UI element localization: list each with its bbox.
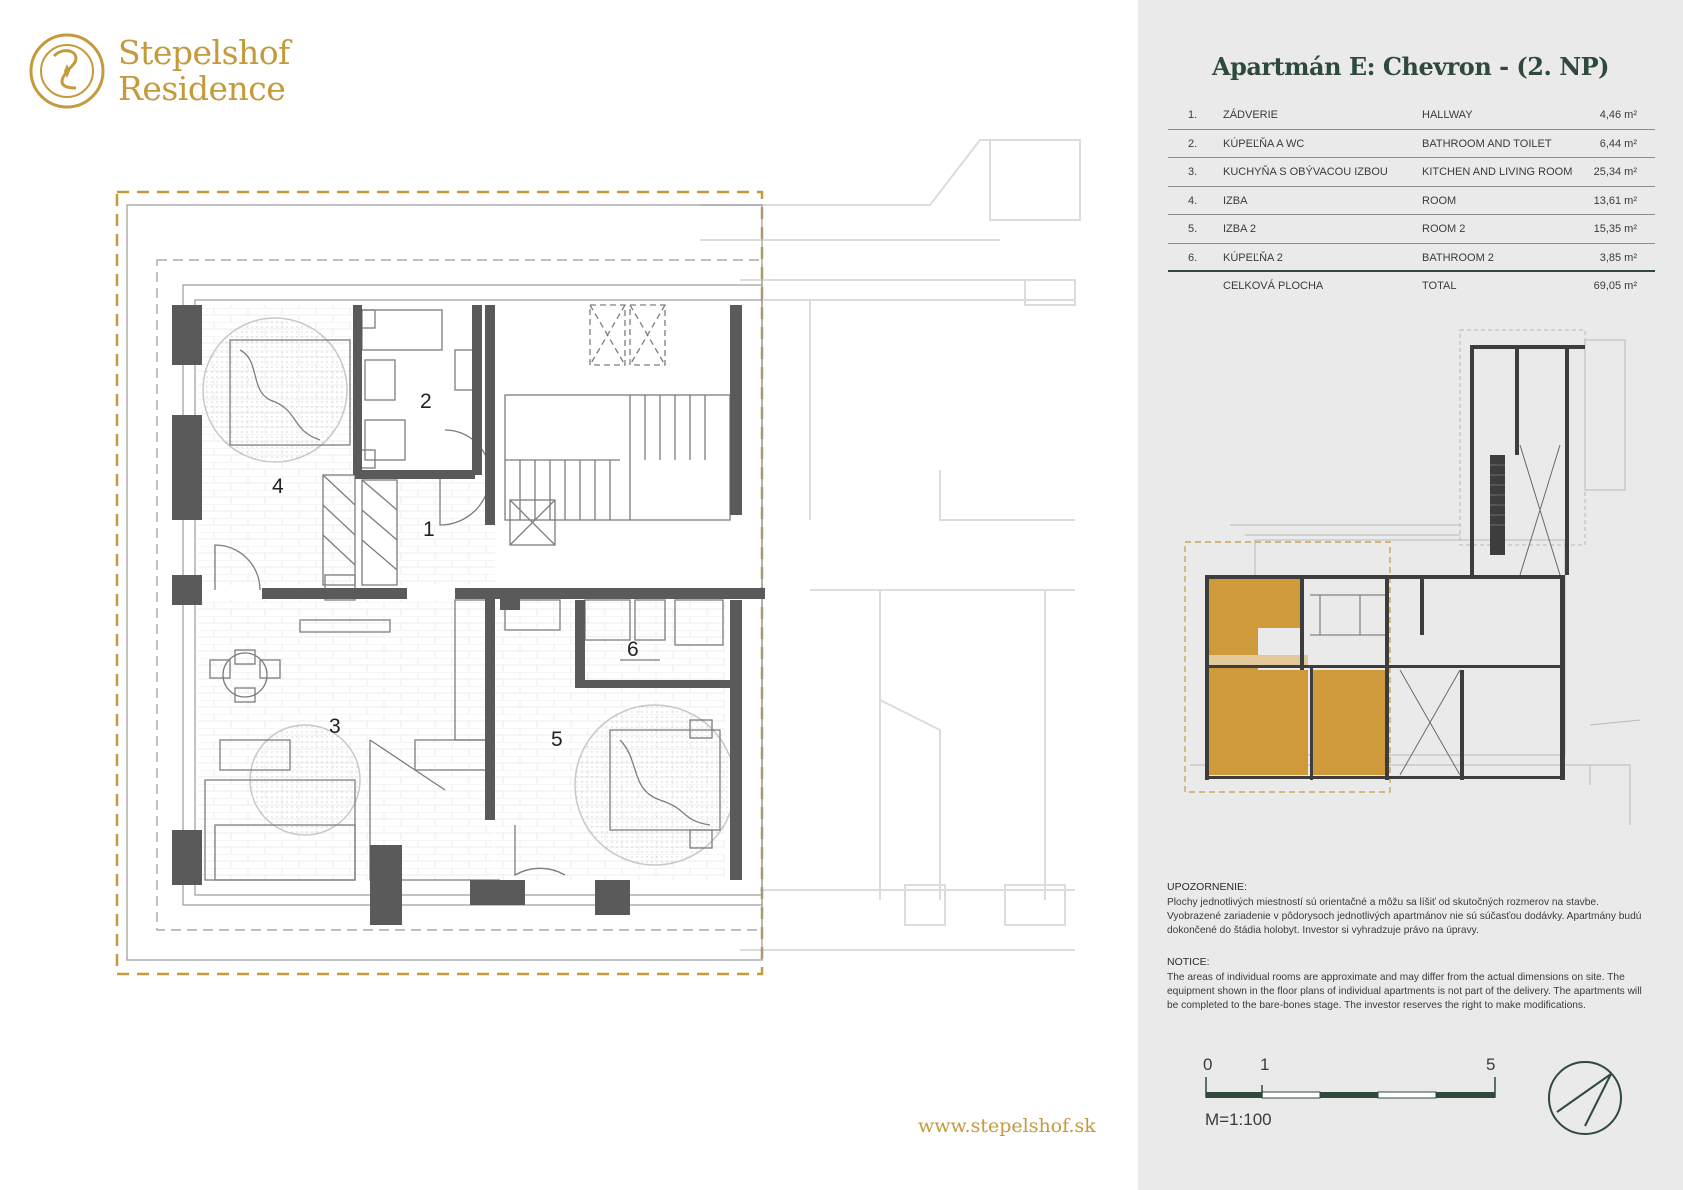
room-name-en: ROOM (1422, 194, 1457, 207)
room-row: 6. KÚPEĽŇA 2 BATHROOM 2 3,85 m² (1168, 244, 1655, 272)
total-row: CELKOVÁ PLOCHA TOTAL 69,05 m² (1168, 272, 1655, 301)
room-name-sk: IZBA 2 (1223, 223, 1257, 235)
floor-plan-drawing (115, 139, 1081, 976)
room-area: 15,35 m² (1593, 223, 1637, 235)
room-number: 5. (1188, 223, 1198, 235)
total-label-en: TOTAL (1422, 280, 1457, 292)
neighbour-building-outline (700, 139, 1081, 951)
brand-name-line1: Stepelshof (118, 33, 290, 72)
total-label-sk: CELKOVÁ PLOCHA (1223, 280, 1324, 292)
scale-tick-1: 1 (1260, 1055, 1270, 1074)
floor-plan-area: Stepelshof Residence (26, 26, 1096, 1137)
notice-en-text: The areas of individual rooms are approx… (1167, 972, 1642, 1011)
scale-tick-0: 0 (1203, 1055, 1213, 1074)
room-name-sk: KÚPEĽŇA A WC (1223, 137, 1305, 150)
scale-ratio: M=1:100 (1205, 1110, 1272, 1129)
notice-sk-text: Plochy jednotlivých miestností sú orient… (1167, 897, 1642, 936)
room-label-1: 1 (423, 518, 435, 541)
building-key-plan (1184, 329, 1641, 825)
notice-en-heading: NOTICE: (1167, 956, 1210, 968)
stepelshof-logo-icon (29, 33, 105, 109)
room-name-en: KITCHEN AND LIVING ROOM (1422, 166, 1573, 178)
room-name-en: BATHROOM AND TOILET (1422, 137, 1552, 150)
room-row: 5. IZBA 2 ROOM 2 15,35 m² (1168, 215, 1655, 244)
room-name-sk: ZÁDVERIE (1223, 109, 1279, 121)
website-link[interactable]: www.stepelshof.sk (918, 1115, 1096, 1137)
total-area: 69,05 m² (1593, 280, 1637, 292)
room-row: 4. IZBA ROOM 13,61 m² (1168, 187, 1655, 215)
apartment-title: Apartmán E: Chevron - (2. NP) (1211, 52, 1610, 81)
room-name-en: ROOM 2 (1422, 223, 1466, 235)
room-number: 1. (1188, 109, 1198, 121)
room-area: 25,34 m² (1593, 166, 1637, 178)
room-label-6: 6 (627, 638, 639, 661)
room-number: 6. (1188, 251, 1198, 264)
room-area: 13,61 m² (1593, 194, 1637, 207)
notice-slovak: UPOZORNENIE: Plochy jednotlivých miestno… (1167, 880, 1647, 938)
notice-english: NOTICE: The areas of individual rooms ar… (1167, 955, 1647, 1013)
room-number: 3. (1188, 166, 1198, 178)
north-arrow-icon (1548, 1061, 1622, 1135)
room-name-sk: KUCHYŇA S OBÝVACOU IZBOU (1223, 166, 1388, 178)
brand-logo: Stepelshof Residence (26, 26, 290, 116)
room-name-sk: KÚPEĽŇA 2 (1223, 251, 1283, 264)
scale-bar: 0 1 5 M=1:100 (1200, 1055, 1510, 1135)
apartment-boundary-dashed (115, 190, 764, 976)
scale-tick-5: 5 (1486, 1055, 1496, 1074)
room-area: 6,44 m² (1599, 137, 1637, 150)
room-name-sk: IZBA (1223, 194, 1248, 207)
room-area: 3,85 m² (1599, 251, 1637, 264)
room-area-table: 1. ZÁDVERIE HALLWAY 4,46 m² 2. KÚPEĽŇA A… (1168, 101, 1655, 301)
room-label-4: 4 (272, 475, 284, 498)
room-name-en: HALLWAY (1422, 109, 1473, 121)
room-number: 4. (1188, 194, 1198, 207)
scale-ruler (1205, 1077, 1496, 1099)
room-label-2: 2 (420, 390, 432, 413)
room-row: 2. KÚPEĽŇA A WC BATHROOM AND TOILET 6,44… (1168, 130, 1655, 158)
notice-sk-heading: UPOZORNENIE: (1167, 881, 1247, 893)
room-row: 3. KUCHYŇA S OBÝVACOU IZBOU KITCHEN AND … (1168, 158, 1655, 187)
room-name-en: BATHROOM 2 (1422, 251, 1494, 264)
room-number: 2. (1188, 137, 1198, 150)
room-label-3: 3 (329, 715, 341, 738)
room-label-5: 5 (551, 728, 563, 751)
brand-name-line2: Residence (118, 69, 286, 108)
room-row: 1. ZÁDVERIE HALLWAY 4,46 m² (1168, 101, 1655, 130)
room-area: 4,46 m² (1599, 109, 1637, 121)
